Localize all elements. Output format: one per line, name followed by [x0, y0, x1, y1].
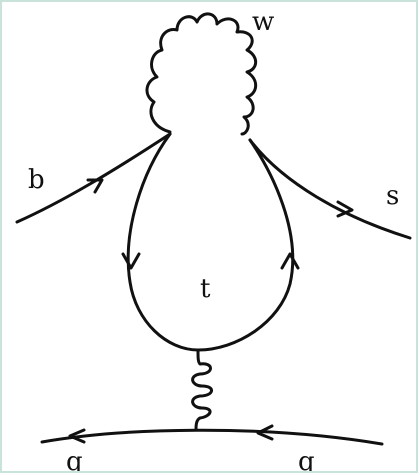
t-quark-loop — [126, 132, 295, 352]
t-loop-left-arrow — [121, 252, 141, 270]
t-loop-right-arrow — [280, 252, 300, 270]
label-q-right: q — [298, 447, 315, 473]
s-quark-line — [248, 138, 412, 240]
gluon-line — [191, 348, 213, 432]
q-left-arrow — [68, 428, 86, 444]
b-quark-line — [15, 132, 172, 224]
w-boson-loop — [145, 12, 258, 136]
spectator-quark-line — [40, 428, 384, 446]
q-right-arrow — [256, 424, 274, 441]
label-w: w — [252, 7, 274, 37]
label-s: s — [386, 181, 399, 211]
b-arrow — [86, 178, 104, 194]
label-t: t — [200, 274, 211, 304]
label-q-left: q — [66, 447, 83, 473]
s-arrow — [336, 200, 354, 218]
label-b: b — [28, 165, 45, 195]
